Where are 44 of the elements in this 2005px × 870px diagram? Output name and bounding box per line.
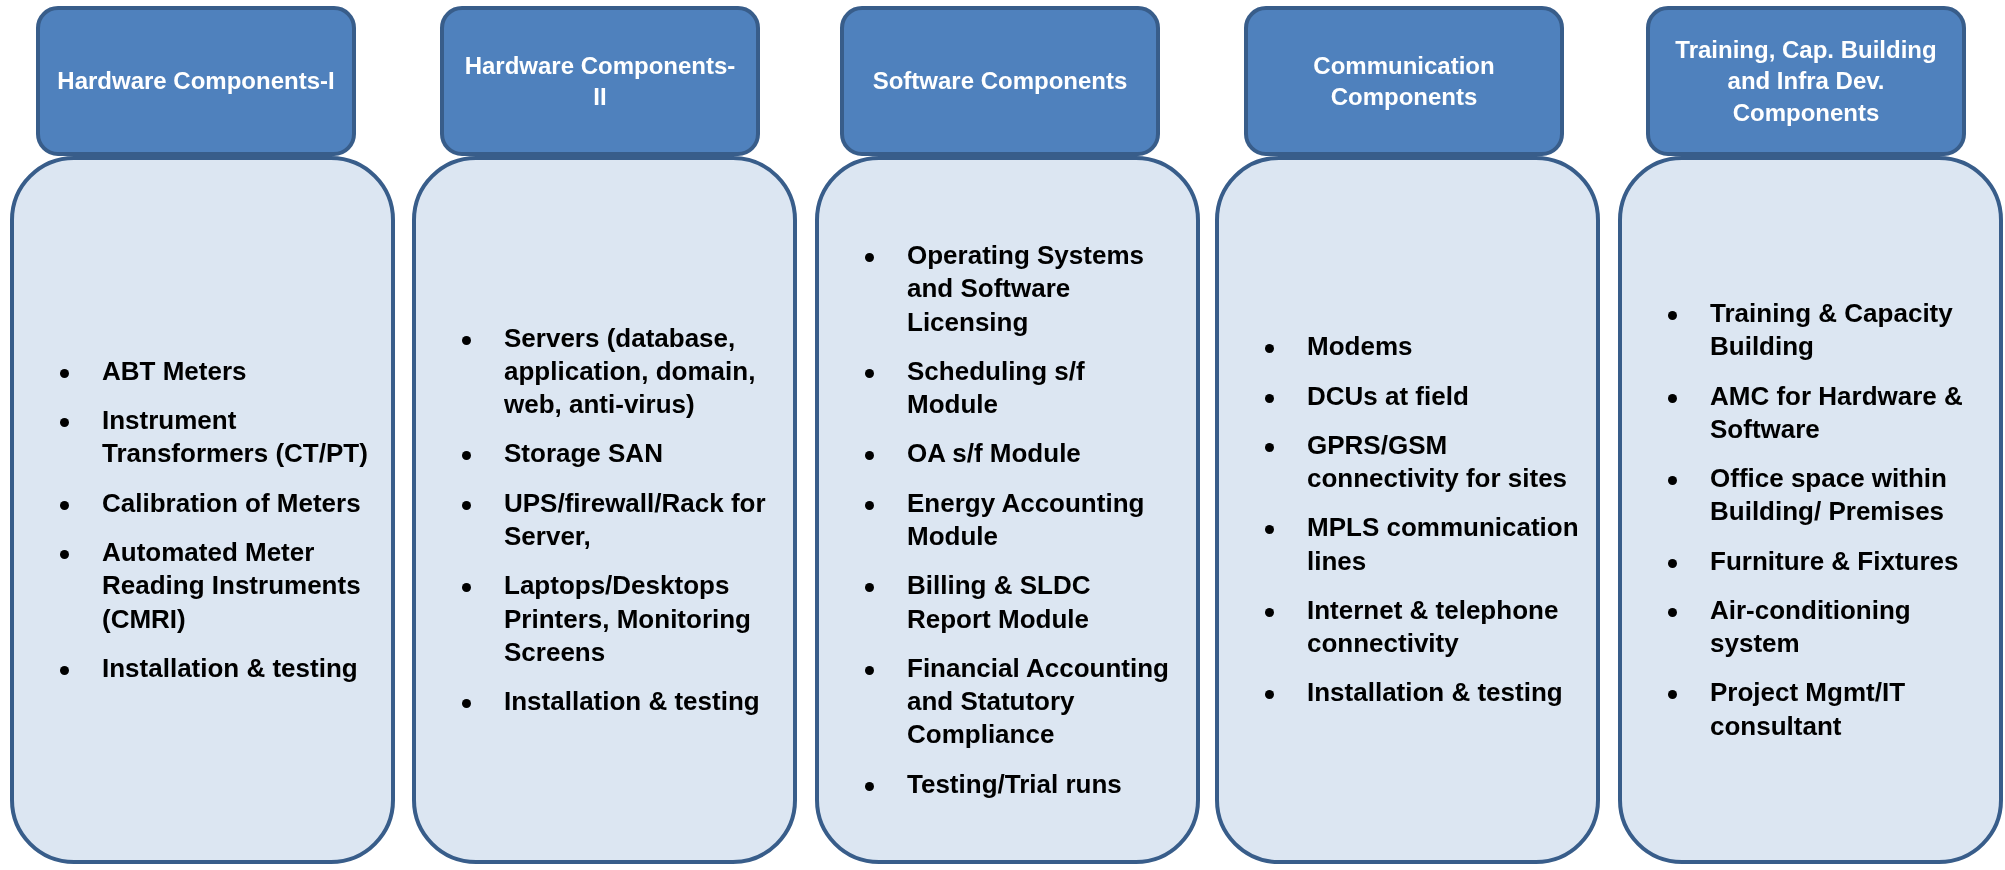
- list-item-text: Installation & testing: [1307, 676, 1564, 710]
- list-item-text: ABT Meters: [102, 354, 248, 388]
- list-item-text: Operating Systems and Software Licensing: [907, 239, 1145, 339]
- list-panel: [1215, 156, 1600, 864]
- list-item-text: Internet & telephone connectivity: [1307, 593, 1560, 661]
- list-item-text: Storage SAN: [504, 437, 664, 471]
- list-item-text: MPLS communication lines: [1307, 511, 1580, 578]
- header-box: [1244, 6, 1564, 156]
- list-item-text: Project Mgmt/IT consultant: [1710, 676, 1906, 743]
- header-box: [1646, 6, 1966, 156]
- list-panel: [10, 156, 395, 864]
- list-item-text: Air-conditioning system: [1710, 593, 1912, 661]
- list-panel: [1618, 156, 2003, 864]
- header-box: [36, 6, 356, 156]
- list-item-text: AMC for Hardware & Software: [1710, 379, 1964, 446]
- header-box: [440, 6, 760, 156]
- list-item-text: Energy Accounting Module: [907, 486, 1146, 553]
- list-item-text: Automated Meter Reading Instruments (CMRI): [102, 536, 362, 636]
- list-item-text: Instrument Transformers (CT/PT): [102, 404, 369, 471]
- list-item-text: Financial Accounting and Statutory Compliance: [907, 651, 1170, 752]
- list-item-text: Testing/Trial runs: [907, 767, 1123, 801]
- list-item-text: Calibration of Meters: [102, 486, 362, 520]
- list-item-text: Training & Capacity Building: [1710, 297, 1954, 364]
- list-panel: [815, 156, 1200, 864]
- header-box: [840, 6, 1160, 156]
- list-item-text: Modems: [1307, 330, 1414, 364]
- list-item-text: Office space within Building/ Premises: [1710, 462, 1948, 529]
- header-text: Software Components: [872, 66, 1128, 97]
- list-item-text: Laptops/Desktops Printers, Monitoring Screens: [504, 569, 752, 669]
- header-text: Communication Components: [1312, 50, 1496, 112]
- list-item-text: GPRS/GSM connectivity for sites: [1307, 428, 1569, 496]
- header-text: Training, Cap. Building and Infra Dev. Components: [1674, 35, 1938, 128]
- list-item-text: Scheduling s/f Module: [907, 354, 1086, 422]
- list-item-text: Installation & testing: [504, 685, 761, 719]
- list-panel: [412, 156, 797, 864]
- list-item-text: Installation & testing: [102, 651, 359, 685]
- list-item-text: Furniture & Fixtures: [1710, 544, 1960, 578]
- header-text: Hardware Components-I: [57, 66, 335, 97]
- header-text: Hardware Components-II: [463, 50, 737, 112]
- list-item-text: DCUs at field: [1307, 379, 1470, 413]
- list-item-text: Servers (database, application, domain, web, anti-virus): [504, 321, 757, 422]
- list-item-text: OA s/f Module: [907, 437, 1082, 471]
- list-item-text: UPS/firewall/Rack for Server,: [504, 486, 767, 553]
- list-item-text: Billing & SLDC Report Module: [907, 569, 1092, 636]
